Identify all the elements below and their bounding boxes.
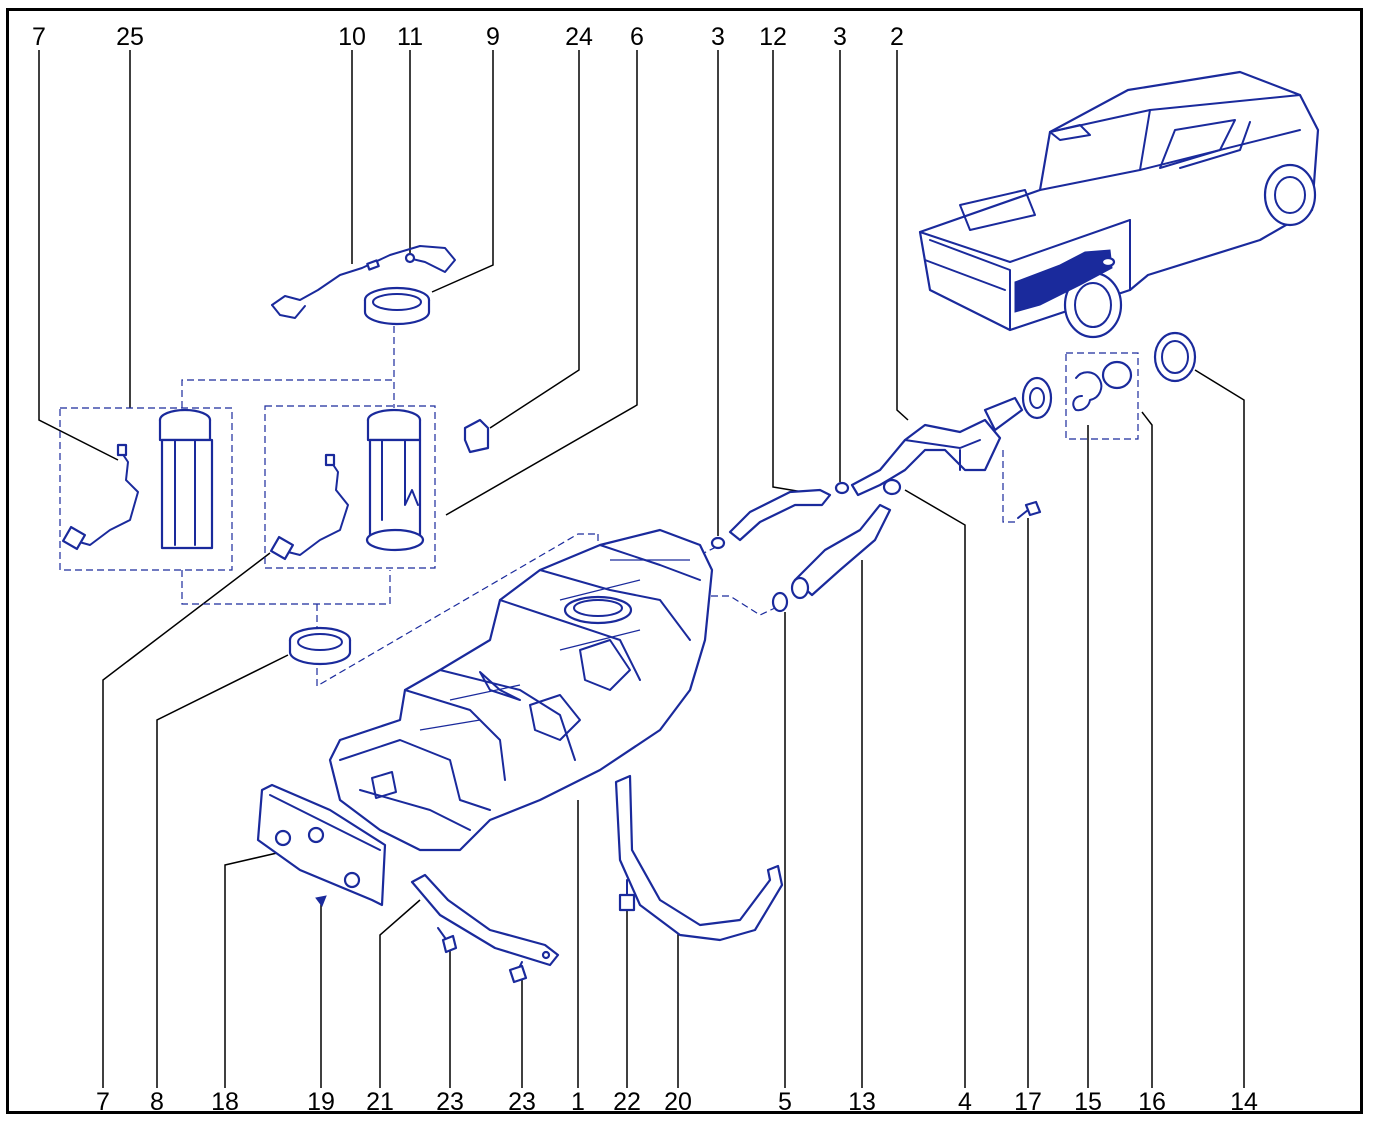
label-part-3-right: 3 [833, 23, 847, 51]
label-part-23-left: 23 [436, 1088, 464, 1116]
label-part-22: 22 [613, 1088, 641, 1116]
label-part-3-left: 3 [711, 23, 725, 51]
filler-neck-2 [850, 418, 1002, 497]
hose-12 [728, 488, 832, 542]
pickup-truck-illustration [918, 70, 1320, 339]
fuel-tank [328, 528, 714, 852]
leader-24 [489, 50, 580, 429]
leader-2 [896, 50, 909, 421]
label-part-1: 1 [571, 1088, 585, 1116]
leader-6 [445, 50, 638, 516]
fuel-pump-right [269, 408, 425, 561]
label-part-15: 15 [1074, 1088, 1102, 1116]
clip-3-left [710, 536, 726, 550]
screw-19 [315, 895, 327, 908]
leader-9 [431, 50, 494, 293]
label-part-18: 18 [211, 1088, 239, 1116]
leader-8 [156, 654, 289, 1088]
leader-7-top [38, 50, 119, 461]
clip-3-right [834, 481, 850, 495]
label-part-6: 6 [630, 23, 644, 51]
harness-and-lock-ring [271, 245, 456, 326]
screw-17 [1017, 500, 1042, 519]
label-part-11: 11 [397, 23, 423, 51]
label-part-4: 4 [958, 1088, 972, 1116]
fuel-pump-left [61, 408, 214, 551]
clip-4 [882, 478, 902, 496]
label-part-13: 13 [848, 1088, 876, 1116]
label-part-24: 24 [565, 23, 593, 51]
leader-4 [904, 489, 966, 1088]
bolt-23-right [508, 961, 528, 984]
seal-ring-8 [288, 626, 352, 666]
fuel-cap-15-16 [1072, 360, 1133, 412]
clip-5 [771, 591, 789, 613]
label-part-14: 14 [1230, 1088, 1258, 1116]
leader-21 [379, 899, 421, 1088]
clip-24 [463, 418, 490, 454]
label-part-7-bottom: 7 [96, 1088, 110, 1116]
leader-12 [772, 50, 816, 495]
label-part-5: 5 [778, 1088, 792, 1116]
leader-7-bottom [102, 552, 271, 1088]
label-part-7-top: 7 [32, 23, 46, 51]
strap-21 [410, 873, 560, 967]
label-part-8: 8 [150, 1088, 164, 1116]
filler-ring-14 [1153, 331, 1197, 383]
heat-shield-18 [256, 783, 387, 907]
fuel-flap-assembly [983, 376, 1053, 432]
leader-18 [224, 849, 291, 1088]
label-part-17: 17 [1014, 1088, 1042, 1116]
label-part-16: 16 [1138, 1088, 1166, 1116]
leader-16 [1141, 411, 1153, 1088]
label-part-2: 2 [890, 23, 904, 51]
leader-14 [1194, 369, 1245, 1088]
label-part-12: 12 [759, 23, 787, 51]
label-part-19: 19 [307, 1088, 335, 1116]
bolt-22 [618, 879, 636, 912]
leader-lines [38, 50, 1245, 1088]
label-part-10: 10 [338, 23, 366, 51]
strap-20 [614, 774, 784, 942]
label-part-23-right: 23 [508, 1088, 536, 1116]
label-part-9: 9 [486, 23, 500, 51]
filler-hose-13 [790, 503, 892, 600]
label-part-25: 25 [116, 23, 144, 51]
label-part-20: 20 [664, 1088, 692, 1116]
label-part-21: 21 [366, 1088, 394, 1116]
bolt-23-left [437, 927, 458, 954]
